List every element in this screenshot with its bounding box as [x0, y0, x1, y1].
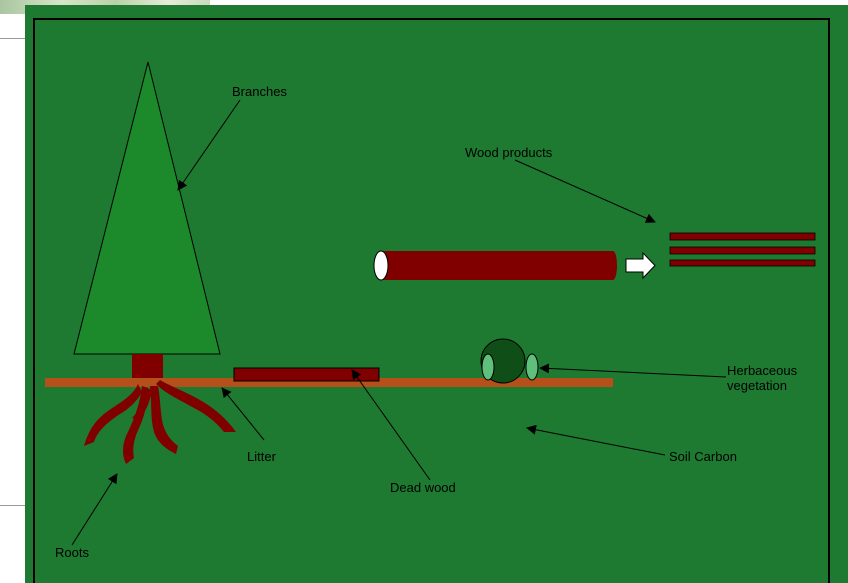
herbaceous-pointer-arrow — [540, 368, 726, 377]
branches-pointer-arrow — [178, 100, 240, 190]
roots-pointer-arrow — [72, 474, 117, 545]
processing-arrow-icon — [626, 253, 655, 278]
herbaceous-label-line2: vegetation — [727, 378, 787, 393]
litter-pointer-arrow — [222, 388, 264, 440]
wood-product-planks — [670, 233, 815, 266]
wood-products-pointer-arrow — [515, 160, 655, 222]
litter-label: Litter — [247, 449, 276, 464]
soil-carbon-label: Soil Carbon — [669, 449, 737, 464]
dead-wood-label: Dead wood — [390, 480, 456, 495]
wood-products-label: Wood products — [465, 145, 552, 160]
tree-crown — [74, 62, 220, 354]
herbaceous-label-line1: Herbaceous — [727, 363, 797, 378]
harvested-log — [374, 251, 617, 280]
dead-wood-log — [234, 368, 379, 381]
herbaceous-vegetation — [481, 339, 538, 383]
soil-carbon-pointer-arrow — [527, 428, 665, 455]
roots-label: Roots — [55, 545, 89, 560]
branches-label: Branches — [232, 84, 287, 99]
tree-roots — [84, 380, 236, 464]
